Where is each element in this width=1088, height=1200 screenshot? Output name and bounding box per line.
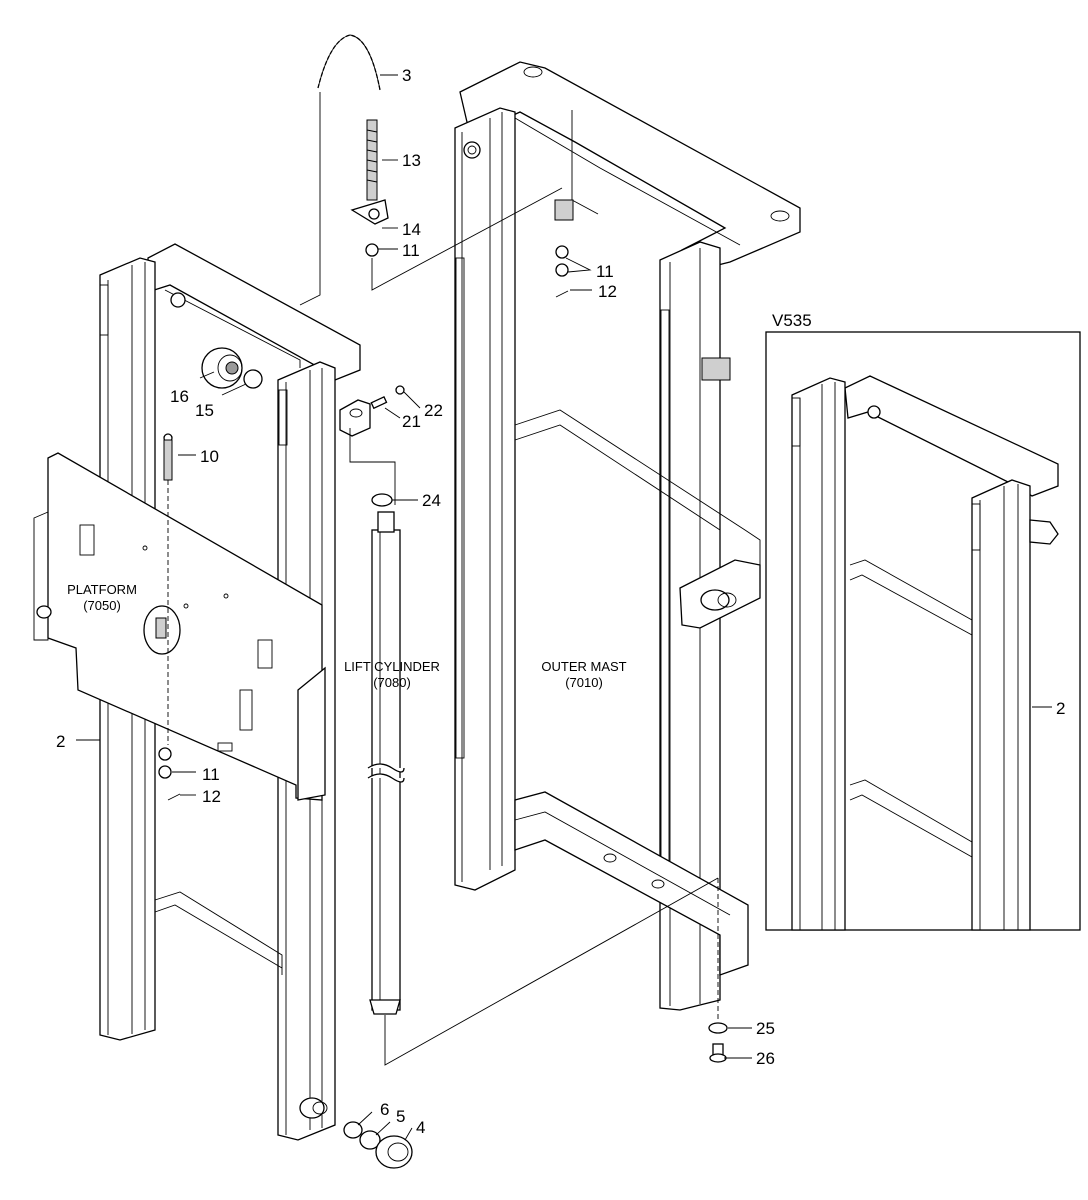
callout-24: 24 bbox=[422, 491, 441, 510]
outer-mast-label: OUTER MAST bbox=[541, 659, 626, 674]
callout-4: 4 bbox=[416, 1118, 425, 1137]
outer-mast-assembly bbox=[454, 61, 801, 1011]
callout-11-right: 11 bbox=[596, 262, 614, 281]
callout-11-top: 11 bbox=[402, 241, 420, 260]
inset-title: V535 bbox=[772, 311, 812, 330]
callout-10: 10 bbox=[200, 447, 219, 466]
lift-cylinder-code: (7080) bbox=[373, 675, 411, 690]
inset-v535: V535 bbox=[765, 311, 1081, 931]
connector-lines bbox=[76, 74, 1052, 1141]
outer-mast-code: (7010) bbox=[565, 675, 603, 690]
callout-11-left: 11 bbox=[202, 765, 220, 784]
callout-2-left: 2 bbox=[56, 732, 65, 751]
callout-15: 15 bbox=[195, 401, 214, 420]
callout-6: 6 bbox=[380, 1100, 389, 1119]
callout-13: 13 bbox=[402, 151, 421, 170]
platform-label: PLATFORM bbox=[67, 582, 137, 597]
callout-5: 5 bbox=[396, 1107, 405, 1126]
callout-12-right: 12 bbox=[598, 282, 617, 301]
platform-code: (7050) bbox=[83, 598, 121, 613]
callout-3: 3 bbox=[402, 66, 411, 85]
chain-assembly bbox=[158, 34, 389, 779]
callout-numbers: 3 13 14 11 11 12 16 15 10 21 22 24 2 11 … bbox=[56, 66, 1065, 1137]
lift-cylinder-label: LIFT CYLINDER bbox=[344, 659, 440, 674]
callout-14: 14 bbox=[402, 220, 421, 239]
callout-25: 25 bbox=[756, 1019, 775, 1038]
component-labels: PLATFORM (7050) LIFT CYLINDER (7080) OUT… bbox=[67, 582, 627, 690]
callout-21: 21 bbox=[402, 412, 421, 431]
callout-26: 26 bbox=[756, 1049, 775, 1068]
callout-22: 22 bbox=[424, 401, 443, 420]
platform-plate bbox=[33, 452, 326, 801]
small-parts bbox=[167, 245, 728, 1169]
lift-cylinder bbox=[367, 511, 405, 1015]
callout-2-inset: 2 bbox=[1056, 699, 1065, 718]
callout-16: 16 bbox=[170, 387, 189, 406]
callout-12-left: 12 bbox=[202, 787, 221, 806]
inset-frame bbox=[765, 331, 1081, 931]
